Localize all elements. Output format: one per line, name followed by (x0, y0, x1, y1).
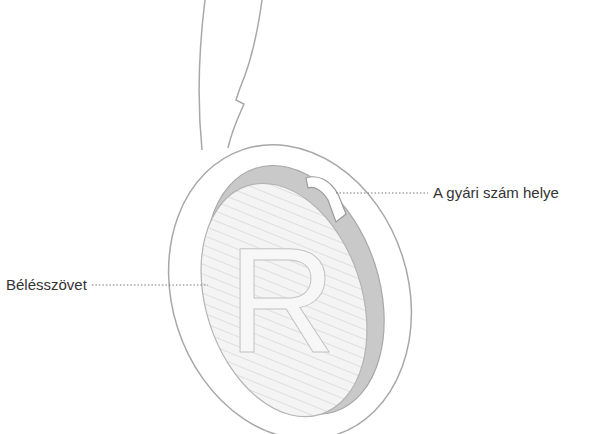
scrim-fabric (173, 162, 396, 434)
headband-edge (228, 0, 262, 148)
part-label: A gyári szám helye (433, 184, 559, 202)
part-label: Bélésszövet (6, 276, 87, 294)
side-letter: R (228, 225, 336, 375)
leader-line (336, 193, 428, 194)
headband-edge (199, 0, 205, 150)
leader-line (92, 285, 208, 286)
serial-tag (306, 177, 346, 222)
ear-cushion (131, 113, 448, 434)
